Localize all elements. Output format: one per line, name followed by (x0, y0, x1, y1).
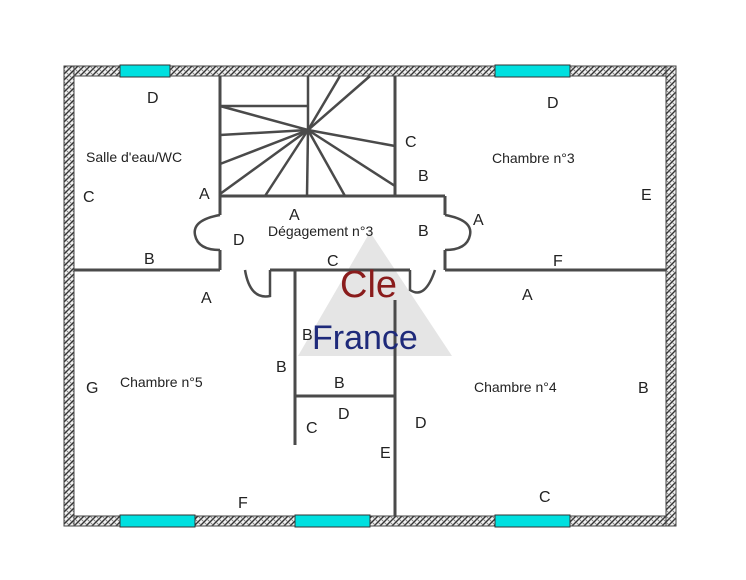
watermark-france: France (312, 319, 418, 357)
wall-letter: B (638, 380, 649, 397)
wall-letter: A (289, 207, 300, 224)
room-labels: Salle d'eau/WC Chambre n°3 Dégagement n°… (86, 149, 575, 395)
wall-letter: B (334, 375, 345, 392)
wall-letter: D (147, 90, 159, 107)
watermark-triangle (298, 232, 452, 356)
room-label-chambre-4: Chambre n°4 (474, 379, 557, 395)
wall-letter: C (539, 489, 551, 506)
room-label-salle-eau: Salle d'eau/WC (86, 149, 182, 165)
window (494, 64, 571, 78)
wall-letter: D (415, 415, 427, 432)
wall-letter: B (418, 223, 429, 240)
wall-letter: C (327, 253, 339, 270)
wall-letters: D D C B C A A A D B E B C F A A B G B C … (83, 90, 652, 512)
wall-letter: D (547, 95, 559, 112)
wall-letter: G (86, 380, 98, 397)
wall-letter: B (144, 251, 155, 268)
wall-letter: E (380, 445, 391, 462)
wall-letter: B (302, 327, 313, 344)
wall-letter: D (233, 232, 245, 249)
room-label-chambre-5: Chambre n°5 (120, 374, 203, 390)
staircase (219, 75, 396, 197)
door-swings (193, 213, 472, 298)
wall-letter: A (201, 290, 212, 307)
wall-letter: A (199, 186, 210, 203)
window (119, 64, 171, 78)
watermark-cle: Cle (340, 264, 397, 306)
window (294, 514, 371, 528)
wall-letter: E (641, 187, 652, 204)
wall-letter: D (338, 406, 350, 423)
window (494, 514, 571, 528)
interior-walls (74, 76, 666, 516)
wall-letter: C (83, 189, 95, 206)
room-label-degagement: Dégagement n°3 (268, 223, 373, 239)
wall-letter: A (473, 212, 484, 229)
window (119, 514, 196, 528)
wall-letter: B (276, 359, 287, 376)
wall-letter: F (238, 495, 248, 512)
wall-letter: A (522, 287, 533, 304)
room-label-chambre-3: Chambre n°3 (492, 150, 575, 166)
wall-letter: C (306, 420, 318, 437)
wall-letter: C (405, 134, 417, 151)
windows (119, 64, 571, 528)
wall-letter: B (418, 168, 429, 185)
wall-letter: F (553, 253, 563, 270)
